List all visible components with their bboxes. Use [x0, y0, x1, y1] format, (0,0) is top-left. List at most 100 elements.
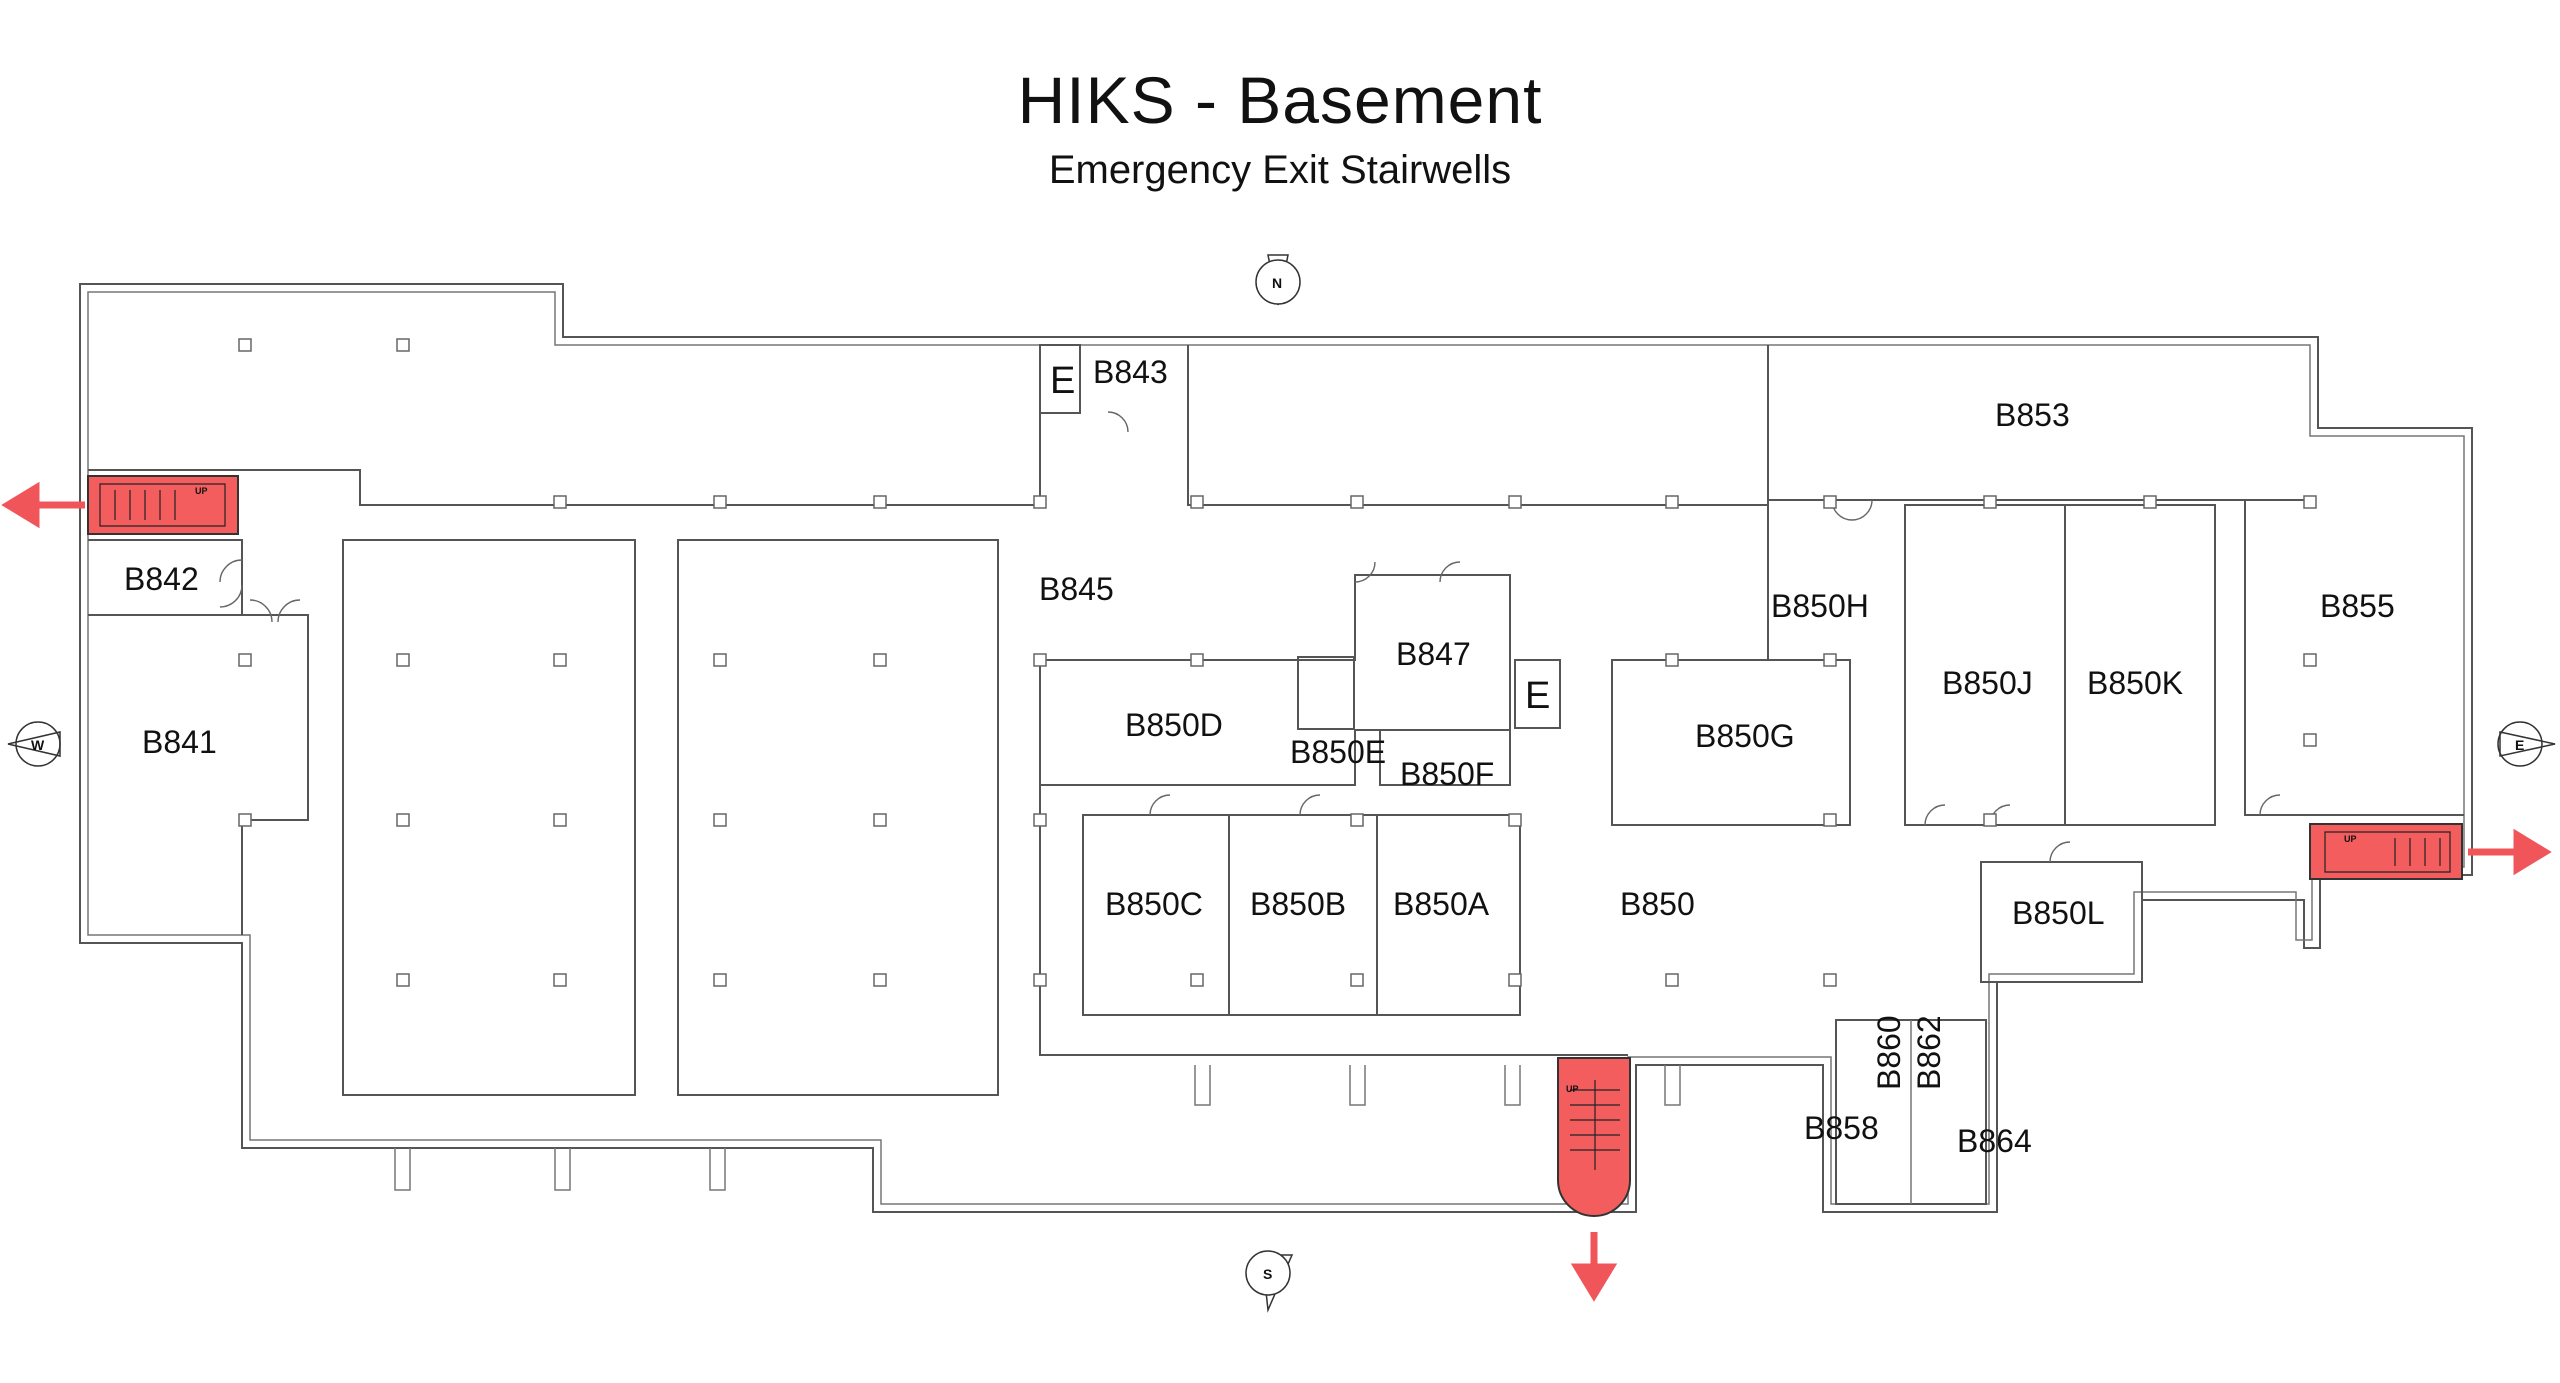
room-b850g-label: B850G [1695, 718, 1795, 754]
room-left-1 [342, 539, 636, 1096]
room-b853-label: B853 [1995, 397, 2070, 433]
pillar [1665, 495, 1679, 509]
pillar [713, 495, 727, 509]
inner-wall [87, 291, 2465, 1205]
pillar [1033, 653, 1047, 667]
wall-b841 [88, 614, 309, 935]
pillar [553, 495, 567, 509]
compass-west: W [7, 721, 61, 767]
pillar [396, 338, 410, 352]
wall-top-center [1187, 345, 1769, 506]
pillar [2143, 495, 2157, 509]
pillar [553, 973, 567, 987]
room-b850h-label: B850H [1771, 588, 1869, 624]
pillar [1823, 653, 1837, 667]
elevator-mid [1514, 659, 1561, 729]
room-b860-label: B860 [1871, 1015, 1907, 1090]
pillar [713, 813, 727, 827]
stair-west-up: UP [195, 486, 208, 496]
room-b850e-box [1297, 656, 1355, 730]
door-b841 [249, 599, 301, 623]
pillar [1983, 495, 1997, 509]
compass-south-label: S [1263, 1266, 1272, 1282]
pillar [713, 973, 727, 987]
room-b858-label: B858 [1804, 1110, 1879, 1146]
wall-b850-bottom [1039, 660, 1628, 1056]
pillar [1190, 973, 1204, 987]
room-b850b-label: B850B [1250, 886, 1346, 922]
wall-b850h [1611, 500, 1851, 826]
pillar [1190, 495, 1204, 509]
room-b850f-box [1379, 729, 1511, 786]
stair-east-up: UP [2344, 834, 2357, 844]
stair-south-up: UP [1566, 1084, 1579, 1094]
pillar [2303, 653, 2317, 667]
pillar [1665, 653, 1679, 667]
pillar [713, 653, 727, 667]
pillar [1823, 495, 1837, 509]
door-b853 [1831, 499, 1873, 521]
pillar [1508, 813, 1522, 827]
pillar [1033, 813, 1047, 827]
pillar [396, 973, 410, 987]
pillar [873, 653, 887, 667]
room-b841-label: B841 [142, 724, 217, 760]
room-b847-label: B847 [1396, 636, 1471, 672]
elevator-top-label: E [1050, 360, 1075, 402]
room-b850f-label: B850F [1400, 756, 1494, 792]
room-left-2 [677, 539, 999, 1096]
compass-east-label: E [2515, 737, 2524, 753]
stairwell-east: UP [2309, 823, 2463, 880]
room-b855-label: B855 [2320, 588, 2395, 624]
exit-arrow-west [1, 481, 85, 529]
compass-north: N [1255, 254, 1301, 306]
pillar [1508, 495, 1522, 509]
pillar [1508, 973, 1522, 987]
door-b855 [2259, 794, 2281, 816]
door-b850c [1149, 794, 1321, 816]
room-b850j-label: B850J [1942, 665, 2033, 701]
pillar [1823, 813, 1837, 827]
room-b862-label: B862 [1911, 1015, 1947, 1090]
elevator-top [1039, 344, 1081, 414]
room-b842-label: B842 [124, 561, 199, 597]
door-b850j [1924, 804, 2011, 826]
room-b850c-label: B850C [1105, 886, 1203, 922]
pillar [1823, 973, 1837, 987]
pillar [1350, 973, 1364, 987]
pillar [1665, 973, 1679, 987]
wall-b855 [2244, 500, 2464, 816]
stairwell-south: UP [1557, 1057, 1631, 1217]
room-b864-label: B864 [1957, 1123, 2032, 1159]
room-b850e-label: B850E [1290, 734, 1386, 770]
pillar [396, 653, 410, 667]
pillar [2303, 733, 2317, 747]
compass-south: S [1245, 1250, 1294, 1313]
pillars [238, 338, 2317, 987]
pillar [1190, 653, 1204, 667]
outer-wall [79, 283, 2473, 1213]
pillar [238, 338, 252, 352]
door-b850d [1354, 561, 1461, 583]
page-title: HIKS - Basement [1017, 63, 1543, 137]
bottom-notches [394, 1065, 1681, 1191]
door-b850l [2049, 841, 2071, 863]
pillar [873, 813, 887, 827]
pillar [1033, 495, 1047, 509]
room-b850k [2064, 504, 2216, 826]
pillar [553, 813, 567, 827]
pillar [553, 653, 567, 667]
room-b850l-label: B850L [2012, 895, 2105, 931]
pillar [1983, 813, 1997, 827]
door-b843 [1107, 411, 1129, 433]
compass-west-label: W [31, 737, 45, 753]
exit-arrow-south [1570, 1232, 1618, 1302]
exit-arrow-east [2468, 828, 2552, 876]
room-b843-label: B843 [1093, 354, 1168, 390]
pillar [2303, 495, 2317, 509]
pillar [1033, 973, 1047, 987]
wall-b850d [1040, 574, 1511, 786]
pillar [396, 813, 410, 827]
pillar [238, 813, 252, 827]
